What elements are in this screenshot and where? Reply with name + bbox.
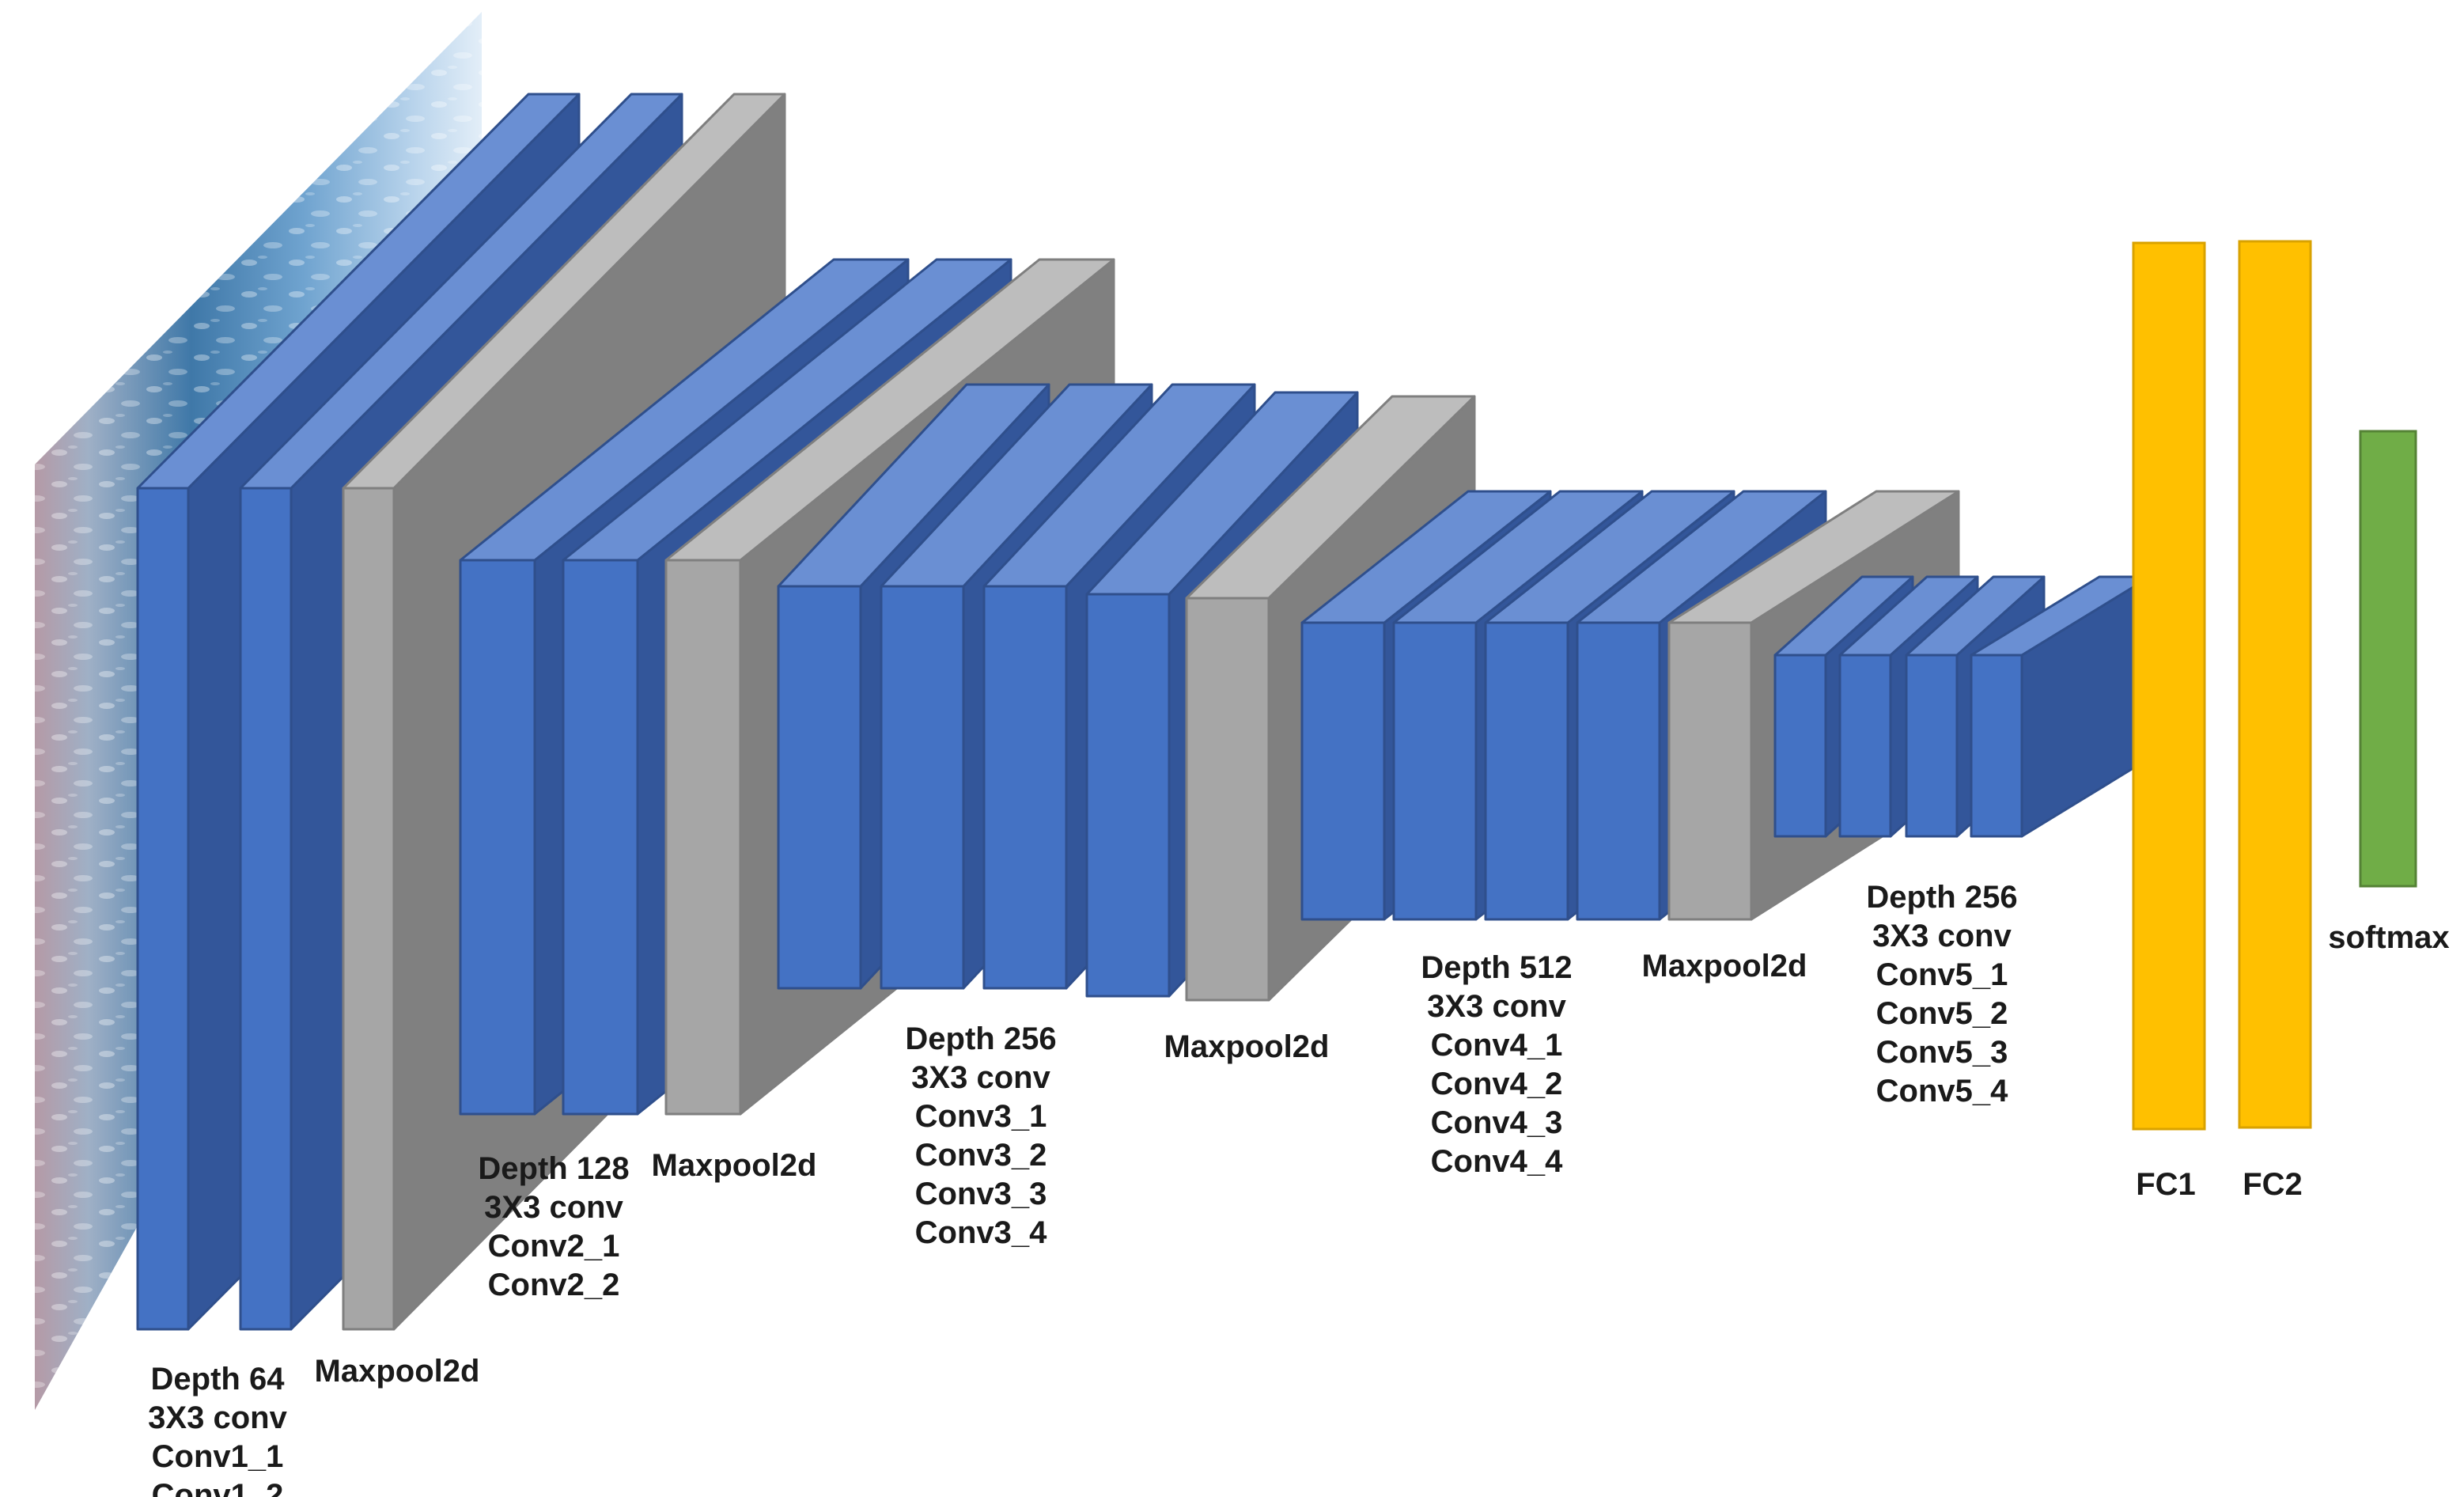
fc1-bar [2132, 241, 2206, 1131]
label-group3-line-5: Conv3_3 [915, 1177, 1047, 1211]
conv4-2-block-front [1392, 621, 1478, 921]
label-group3-line-3: Conv3_1 [915, 1099, 1047, 1134]
label-pool4: Maxpool2d [1642, 949, 1807, 983]
conv5-4-block-front [1970, 654, 2023, 838]
label-group5-line-6: Conv5_4 [1876, 1074, 2008, 1109]
maxpool1-block-front [342, 487, 396, 1331]
conv2-1-block-front [459, 559, 536, 1116]
label-group4-line-1: Depth 512 [1421, 950, 1572, 985]
conv5-2-block-front [1838, 654, 1892, 838]
label-group4-line-3: Conv4_1 [1431, 1028, 1563, 1063]
conv4-3-block-front [1484, 621, 1569, 921]
conv2-2-block-front [562, 559, 639, 1116]
maxpool3-block-front [1185, 597, 1270, 1002]
conv3-2-block-front [880, 585, 965, 990]
label-softmax: softmax [2328, 920, 2449, 955]
label-group4-line-5: Conv4_3 [1431, 1105, 1563, 1140]
label-group5-line-2: 3X3 conv [1872, 919, 2012, 953]
label-group1-line-3: Conv1_1 [152, 1439, 284, 1474]
fully-connected-layers [2132, 240, 2417, 1131]
label-fc2-line-1: FC2 [2243, 1167, 2303, 1202]
label-pool2-line-1: Maxpool2d [652, 1148, 817, 1183]
label-group3-line-2: 3X3 conv [911, 1060, 1050, 1095]
label-group3-line-6: Conv3_4 [915, 1215, 1047, 1250]
maxpool2-block-front [664, 559, 742, 1116]
label-pool4-line-1: Maxpool2d [1642, 949, 1807, 983]
label-group2-line-1: Depth 128 [478, 1151, 629, 1186]
conv3-1-block-front [777, 585, 862, 990]
conv4-4-block-front [1576, 621, 1661, 921]
label-fc1-line-1: FC1 [2136, 1167, 2196, 1202]
conv3-4-block-front [1085, 593, 1171, 998]
maxpool4-block-front [1667, 621, 1753, 921]
label-group5-line-1: Depth 256 [1866, 880, 2017, 915]
conv5-1-block-front [1773, 654, 1827, 838]
label-group3-line-4: Conv3_2 [915, 1138, 1047, 1173]
label-group3-line-1: Depth 256 [905, 1021, 1056, 1056]
label-pool1-line-1: Maxpool2d [315, 1354, 480, 1389]
conv5-3-block-front [1905, 654, 1959, 838]
conv1-1-block-front [136, 487, 190, 1331]
conv4-1-block-front [1300, 621, 1386, 921]
label-group1-line-4: Conv1_2 [152, 1478, 284, 1497]
label-pool2: Maxpool2d [652, 1148, 817, 1183]
label-fc1: FC1 [2136, 1167, 2196, 1202]
label-group5-line-3: Conv5_1 [1876, 957, 2008, 992]
label-group4-line-6: Conv4_4 [1431, 1144, 1563, 1179]
label-group1-line-1: Depth 64 [151, 1362, 286, 1397]
label-group2-line-4: Conv2_2 [488, 1268, 620, 1302]
label-pool3-line-1: Maxpool2d [1164, 1029, 1330, 1064]
conv3-3-block-front [982, 585, 1068, 990]
label-fc2: FC2 [2243, 1167, 2303, 1202]
label-pool1: Maxpool2d [315, 1354, 480, 1389]
softmax-bar [2359, 430, 2417, 888]
conv1-2-block-front [239, 487, 293, 1331]
label-group5-line-5: Conv5_3 [1876, 1035, 2008, 1070]
label-softmax-line-1: softmax [2328, 920, 2449, 955]
label-group4-line-2: 3X3 conv [1427, 989, 1566, 1024]
label-group1-line-2: 3X3 conv [148, 1400, 287, 1435]
label-pool3: Maxpool2d [1164, 1029, 1330, 1064]
label-group2-line-3: Conv2_1 [488, 1229, 620, 1264]
layer-blocks [136, 93, 2152, 1331]
label-group4-line-4: Conv4_2 [1431, 1067, 1563, 1101]
label-group2-line-2: 3X3 conv [484, 1190, 623, 1225]
fc2-bar [2238, 240, 2312, 1129]
label-group5-line-4: Conv5_2 [1876, 996, 2008, 1031]
